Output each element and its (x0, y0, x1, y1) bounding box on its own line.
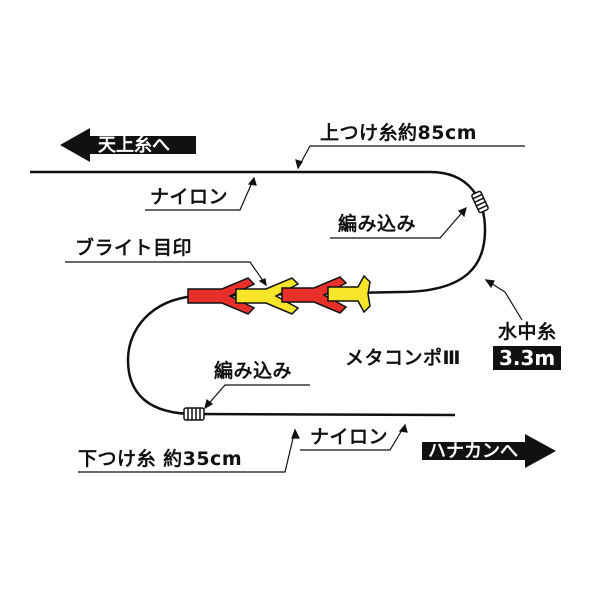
to-main-line-label: 天上糸へ (98, 135, 170, 156)
to-swivel-label: ハナカンへ (428, 441, 518, 462)
underwater-line-label: 水中糸 (498, 321, 557, 343)
top-leader-label: 上つけ糸約85cm (320, 122, 478, 144)
underwater-length-badge: 3.3m (493, 346, 562, 370)
leader-braided-top (330, 207, 467, 239)
yellow-mark (327, 274, 371, 314)
product-name-label: メタコンポⅢ (345, 347, 461, 369)
nylon-bottom-label: ナイロン (310, 426, 389, 448)
braided-top-label: 編み込み (338, 213, 417, 235)
braided-bottom-label: 編み込み (214, 360, 293, 382)
right-arrow-icon (422, 434, 556, 468)
top-leader-line (30, 170, 487, 294)
braided-joint-top (471, 190, 489, 214)
braided-joint-bottom (183, 407, 205, 421)
bright-mark-label: ブライト目印 (75, 237, 193, 259)
to-swivel-tag (422, 434, 556, 468)
leader-nylon-top (145, 177, 255, 211)
leader-top-leader (297, 145, 525, 169)
leader-bright-mark (65, 261, 267, 286)
leader-nylon-bottom (300, 424, 406, 451)
left-arrow-icon (60, 128, 196, 162)
bottom-leader-label: 下つけ糸 約35cm (78, 448, 243, 470)
bottom-leader-line (194, 412, 456, 417)
nylon-top-label: ナイロン (150, 186, 229, 208)
bright-mark-4 (327, 274, 371, 314)
label-leaders (65, 145, 525, 473)
leader-braided-bottom (204, 384, 310, 409)
to-main-line-tag (60, 128, 196, 162)
underwater-line (126, 290, 401, 416)
leader-bottom-leader (78, 429, 296, 473)
